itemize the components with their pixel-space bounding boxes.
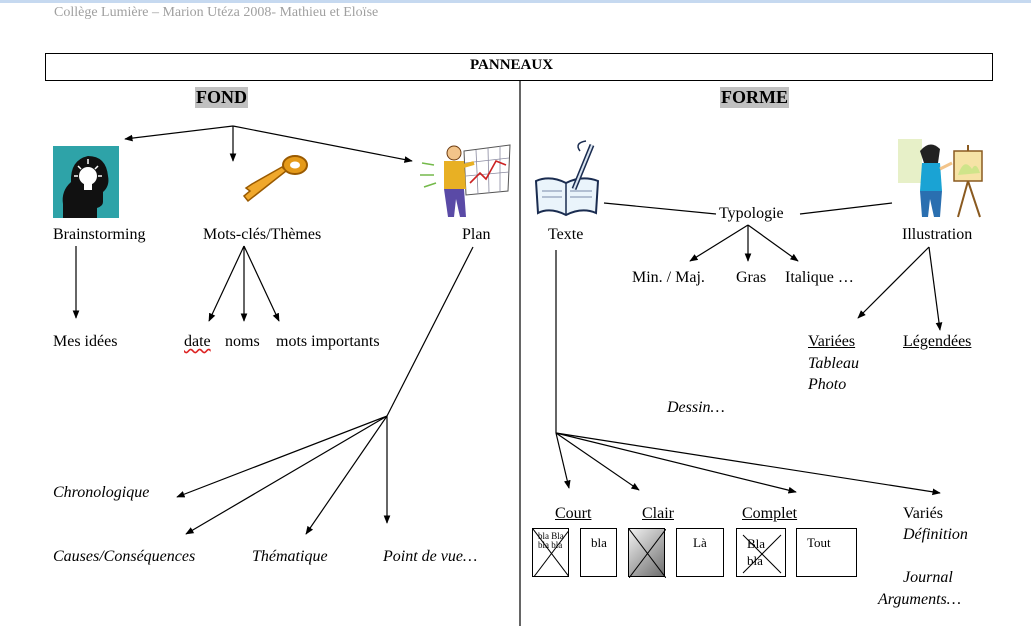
fond-heading: FOND	[195, 87, 248, 108]
motsimportants-label: mots importants	[276, 333, 380, 351]
noms-label: noms	[225, 333, 260, 351]
box-bla-text: bla	[591, 535, 607, 551]
dessin-label: Dessin…	[667, 399, 725, 417]
pointdevue-label: Point de vue…	[383, 548, 477, 566]
clair-label: Clair	[642, 505, 674, 523]
line-illustration-typologie	[800, 203, 892, 214]
writing-pen-icon	[530, 139, 604, 217]
tableau-label: Tableau	[808, 355, 859, 373]
court-label: Court	[555, 505, 591, 523]
arrow-to-italique	[748, 225, 798, 261]
texte-label: Texte	[548, 226, 583, 244]
box-blabla-text: Bla bla	[747, 535, 777, 569]
arrow-to-minmaj	[690, 225, 748, 261]
example-box-blabla: Bla bla	[736, 528, 786, 577]
variees-label: Variées	[808, 333, 855, 351]
key-icon	[236, 151, 310, 211]
planning-board-icon	[416, 143, 514, 217]
photo-label: Photo	[808, 376, 846, 394]
gras-label: Gras	[736, 269, 766, 287]
arrow-to-brainstorming	[125, 126, 233, 139]
complet-label: Complet	[742, 505, 797, 523]
thematique-label: Thématique	[252, 548, 328, 566]
legendees-label: Légendées	[903, 333, 971, 351]
causes-label: Causes/Conséquences	[53, 548, 195, 566]
brainstorming-label: Brainstorming	[53, 226, 145, 244]
example-box-tout: Tout	[796, 528, 857, 577]
definition-label: Définition	[903, 526, 968, 544]
line-texte-typologie	[604, 203, 716, 214]
mesidees-label: Mes idées	[53, 333, 117, 351]
box-la-text: Là	[693, 535, 707, 551]
arrow-to-chrono	[177, 416, 387, 497]
typologie-label: Typologie	[719, 205, 784, 223]
minmaj-label: Min. / Maj.	[632, 269, 705, 287]
arrow-to-clair	[556, 433, 639, 490]
example-box-crossed-text: bla Bla bla bla	[532, 528, 569, 577]
example-box-la: Là	[676, 528, 724, 577]
illustration-label: Illustration	[902, 226, 972, 244]
brainstorm-head-icon	[53, 146, 119, 218]
plan-stem	[387, 247, 473, 416]
date-label: date	[184, 333, 211, 351]
painter-easel-icon	[898, 139, 988, 219]
arrow-to-date	[209, 246, 244, 321]
arguments-label: Arguments…	[878, 591, 961, 609]
arrow-to-variees	[858, 247, 929, 318]
plan-label: Plan	[462, 226, 490, 244]
chronologique-label: Chronologique	[53, 484, 149, 502]
arrow-to-complet	[556, 433, 796, 492]
arrow-to-thematique	[306, 416, 387, 534]
example-box-bla: bla	[580, 528, 617, 577]
arrow-to-varies	[556, 433, 940, 493]
varies-label: Variés	[903, 505, 943, 523]
box-stacked-text: bla Bla bla bla	[538, 532, 564, 550]
motscles-label: Mots-clés/Thèmes	[203, 226, 321, 244]
forme-heading: FORME	[720, 87, 789, 108]
arrow-to-legendees	[929, 247, 940, 330]
arrow-to-mots	[244, 246, 279, 321]
arrow-to-causes	[186, 416, 387, 534]
journal-label: Journal	[903, 569, 953, 587]
box-tout-text: Tout	[807, 535, 831, 551]
example-box-gradient	[628, 528, 665, 577]
italique-label: Italique …	[785, 269, 854, 287]
